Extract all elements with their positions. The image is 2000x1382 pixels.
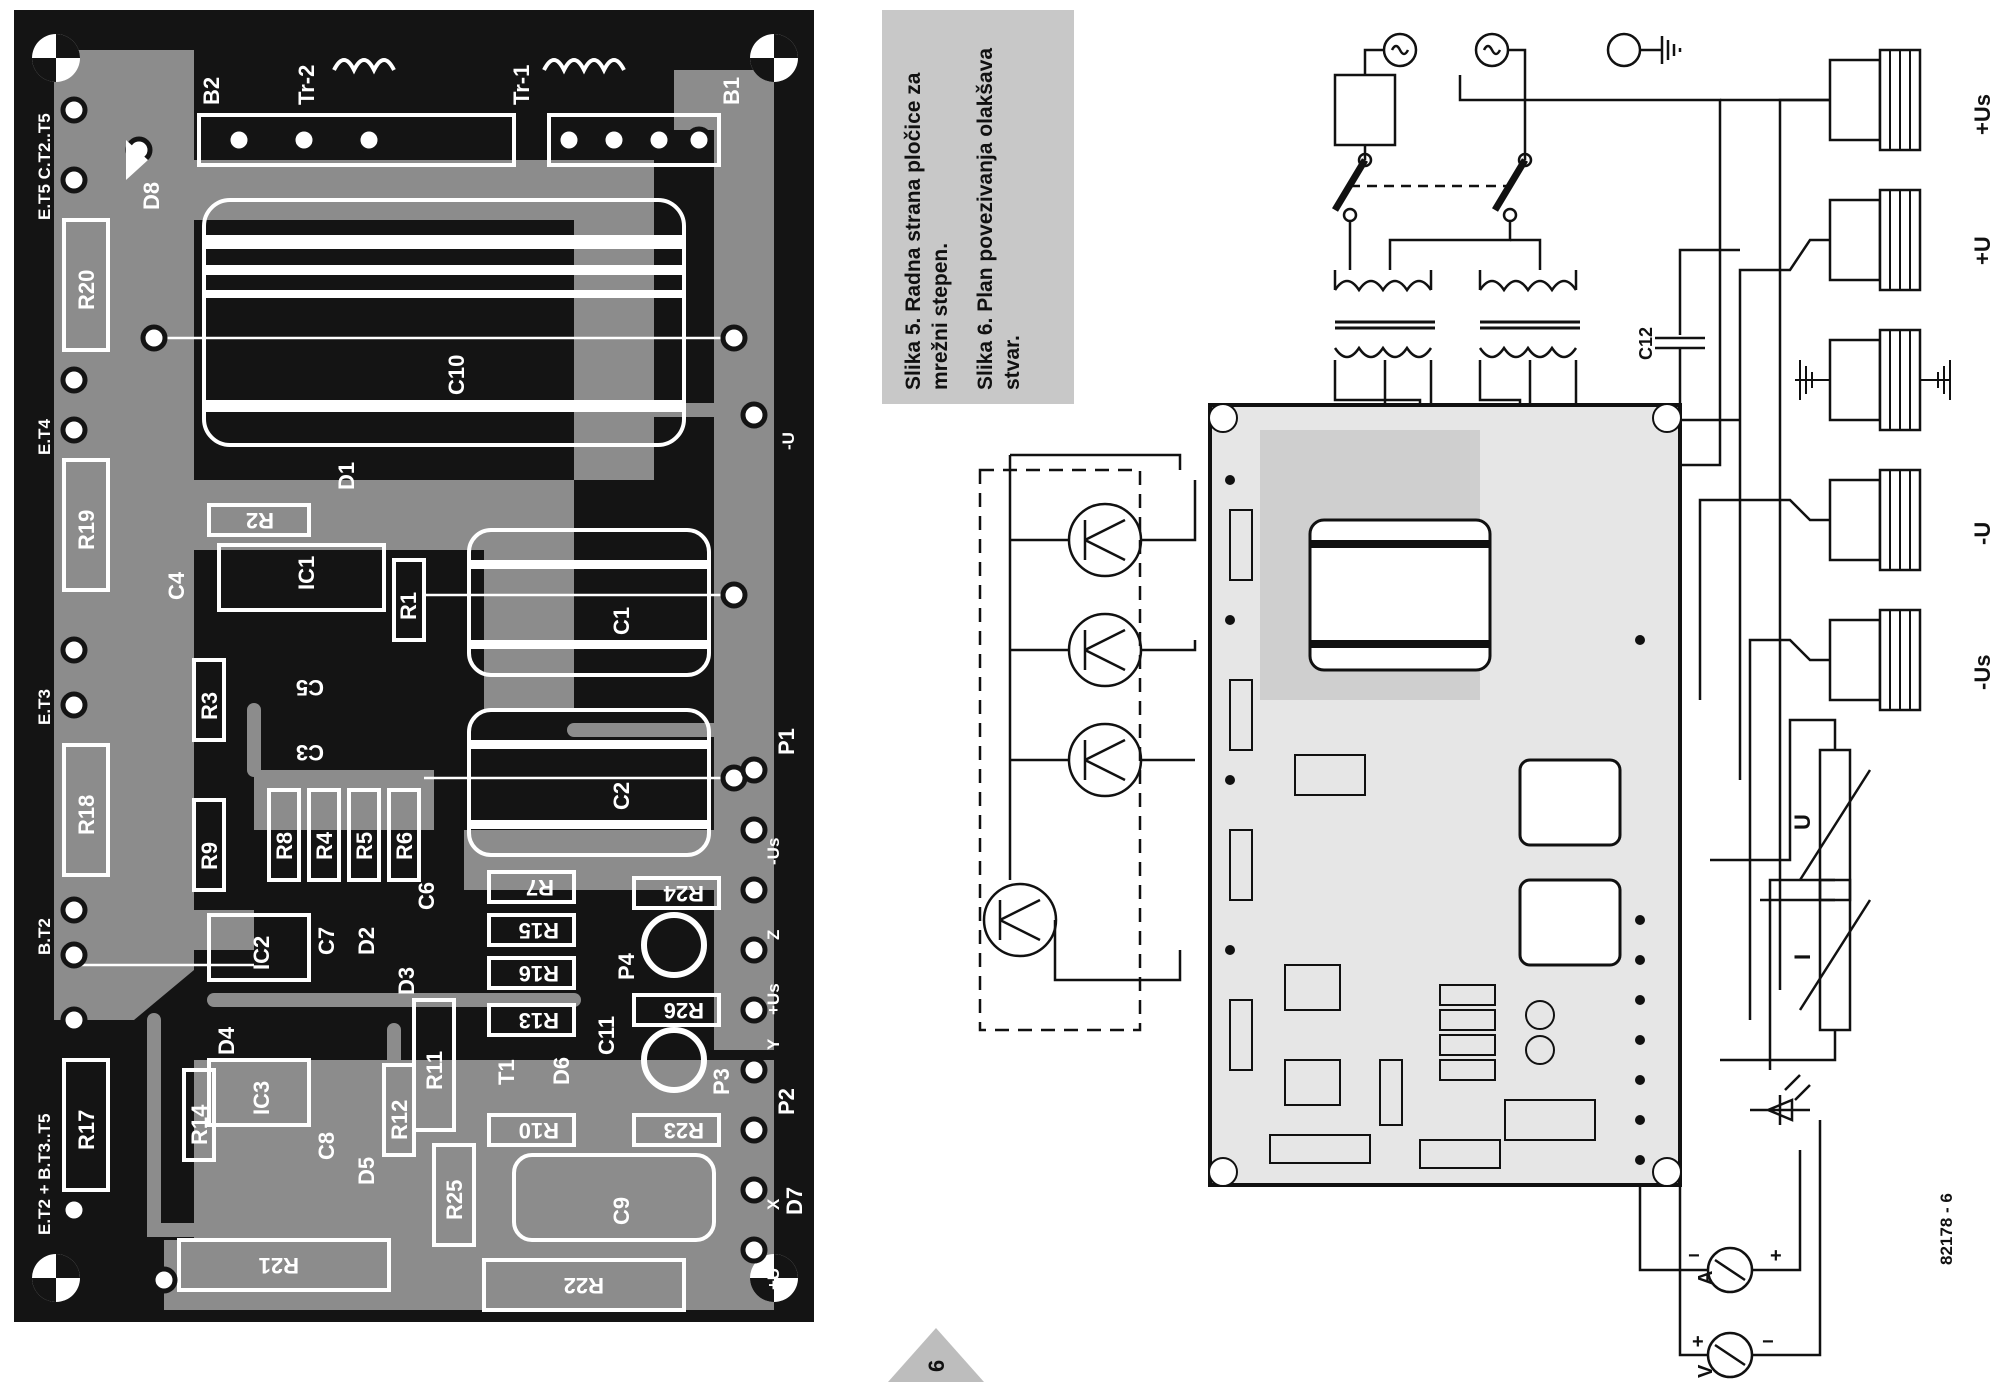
fuse	[1333, 73, 1397, 147]
transformer-tr2	[1333, 279, 1433, 293]
pcb-label-c8: C8	[314, 1132, 339, 1160]
pcb-label-d5: D5	[354, 1157, 379, 1185]
pcb-label-r8: R8	[272, 832, 297, 860]
pcb-label-c9: C9	[609, 1197, 634, 1225]
pcb-label-d2: D2	[354, 927, 379, 955]
pcb-edge-bt2: B.T2	[35, 918, 54, 955]
pcb-label-ic2: IC2	[249, 936, 274, 970]
heatsink-outline	[978, 468, 1142, 1032]
pcb-label-ic3: IC3	[249, 1081, 274, 1115]
pcb-label-c6: C6	[414, 882, 439, 910]
page-number: 6	[924, 1360, 949, 1372]
pcb-label-r24: R24	[663, 881, 704, 906]
terminal-label-plus-us: +Us	[1970, 94, 1995, 135]
output-terminals: +Us +U -U -Us	[1795, 48, 1995, 712]
pcb-edge-minus-us: -Us	[764, 838, 783, 865]
pcb-label-r2: R2	[246, 508, 274, 533]
pcb-label-r17: R17	[74, 1110, 99, 1150]
pcb-edge-z: Z	[764, 930, 783, 940]
wiring-plan-diagram: +Us +U -U -Us	[978, 32, 1995, 1379]
pcb-label-ic1: IC1	[294, 556, 319, 590]
pcb-label-tr2: Tr-2	[294, 65, 319, 105]
pcb-edge-et2: E.T2 + B.T3..T5	[35, 1114, 54, 1235]
pcb-label-r14: R14	[187, 1104, 212, 1145]
pcb-edge-et5: E.T5 C.T2..T5	[35, 113, 54, 220]
pcb-label-r20: R20	[74, 270, 99, 310]
label-pot-i: I	[1790, 954, 1815, 960]
pcb-edge-et4: E.T4	[35, 419, 54, 455]
pcb-label-r15: R15	[519, 918, 559, 943]
pcb-label-c11: C11	[594, 1016, 619, 1055]
pcb-label-r7: R7	[526, 875, 554, 900]
pcb-label-r13: R13	[519, 1008, 559, 1033]
pcb-label-t1: T1	[494, 1059, 519, 1085]
transformer-tr1	[1478, 279, 1578, 293]
pcb-label-d4: D4	[214, 1026, 239, 1055]
pcb-label-c2: C2	[609, 782, 634, 810]
label-pot-u: U	[1790, 814, 1815, 830]
terminal-label-minus-us: -Us	[1970, 655, 1995, 690]
pcb-label-r9: R9	[197, 842, 222, 870]
pcb-label-c5: C5	[296, 675, 324, 700]
pcb-label-d3: D3	[394, 967, 419, 995]
pcb-label-r16: R16	[519, 961, 559, 986]
label-meter-a: A	[1695, 1271, 1717, 1285]
pcb-label-d7: D7	[782, 1187, 807, 1215]
page-number-tab: 6	[888, 1328, 984, 1382]
pcb-edge-x: X	[764, 1198, 783, 1210]
figure-caption-box: Slika 5. Radna strana pločice za mrežni …	[882, 10, 1074, 404]
pcb-label-d8: D8	[139, 182, 164, 210]
pcb-label-r11: R11	[422, 1051, 447, 1090]
pcb-edge-plus-us: +Us	[764, 983, 783, 1015]
pcb-copper-side-photo: R20 R19 R18 R17 R21 R22 R25 R2 R1 R3 R9 …	[14, 10, 814, 1322]
pcb-label-c3: C3	[296, 740, 324, 765]
pcb-label-b2: B2	[199, 77, 224, 105]
pcb-label-r6: R6	[392, 832, 417, 860]
pcb-label-r23: R23	[664, 1118, 704, 1143]
pcb-label-r12: R12	[387, 1100, 412, 1140]
pcb-label-p4: P4	[614, 952, 639, 980]
mains-earth-terminal	[1606, 32, 1642, 68]
label-meter-v: V	[1695, 1364, 1717, 1378]
pcb-label-p3: P3	[709, 1068, 734, 1095]
label-meter-v-minus: −	[1762, 1331, 1774, 1353]
pcb-label-r22: R22	[564, 1273, 604, 1298]
pcb-component-side-view	[1208, 403, 1682, 1187]
pcb-label-r1: R1	[396, 592, 421, 620]
pcb-label-r5: R5	[352, 832, 377, 860]
pcb-label-tr1: Tr-1	[509, 65, 534, 105]
pcb-label-r21: R21	[259, 1253, 299, 1278]
pcb-label-b1: B1	[719, 77, 744, 105]
pcb-label-p1: P1	[774, 728, 799, 755]
pcb-label-p2: P2	[774, 1088, 799, 1115]
pcb-label-r25: R25	[442, 1180, 467, 1220]
pcb-edge-minus-u: -U	[779, 432, 798, 450]
pcb-label-r4: R4	[312, 831, 337, 860]
pcb-label-c7: C7	[314, 927, 339, 955]
terminal-label-plus-u: +U	[1970, 236, 1995, 265]
pcb-label-r3: R3	[197, 692, 222, 720]
label-c12: C12	[1636, 327, 1656, 360]
pcb-label-r10: R10	[519, 1118, 559, 1143]
label-meter-a-minus: −	[1688, 1245, 1700, 1267]
pcb-label-c1: C1	[609, 607, 634, 635]
pcb-label-r18: R18	[74, 795, 99, 835]
pcb-label-c10: C10	[444, 355, 469, 395]
pcb-label-c4: C4	[164, 571, 189, 600]
pcb-label-d6: D6	[549, 1057, 574, 1085]
label-meter-a-plus: +	[1770, 1245, 1782, 1267]
pcb-label-r26: R26	[664, 998, 704, 1023]
pcb-edge-y: Y	[764, 1038, 783, 1050]
pcb-edge-plus-u: +U	[764, 1268, 783, 1290]
figure-code: 82178 - 6	[1937, 1193, 1956, 1265]
terminal-label-minus-u: -U	[1970, 522, 1995, 545]
pcb-label-d1: D1	[334, 462, 359, 490]
label-meter-v-plus: +	[1692, 1331, 1704, 1353]
pcb-edge-et3: E.T3	[35, 689, 54, 725]
pcb-label-r19: R19	[74, 510, 99, 550]
